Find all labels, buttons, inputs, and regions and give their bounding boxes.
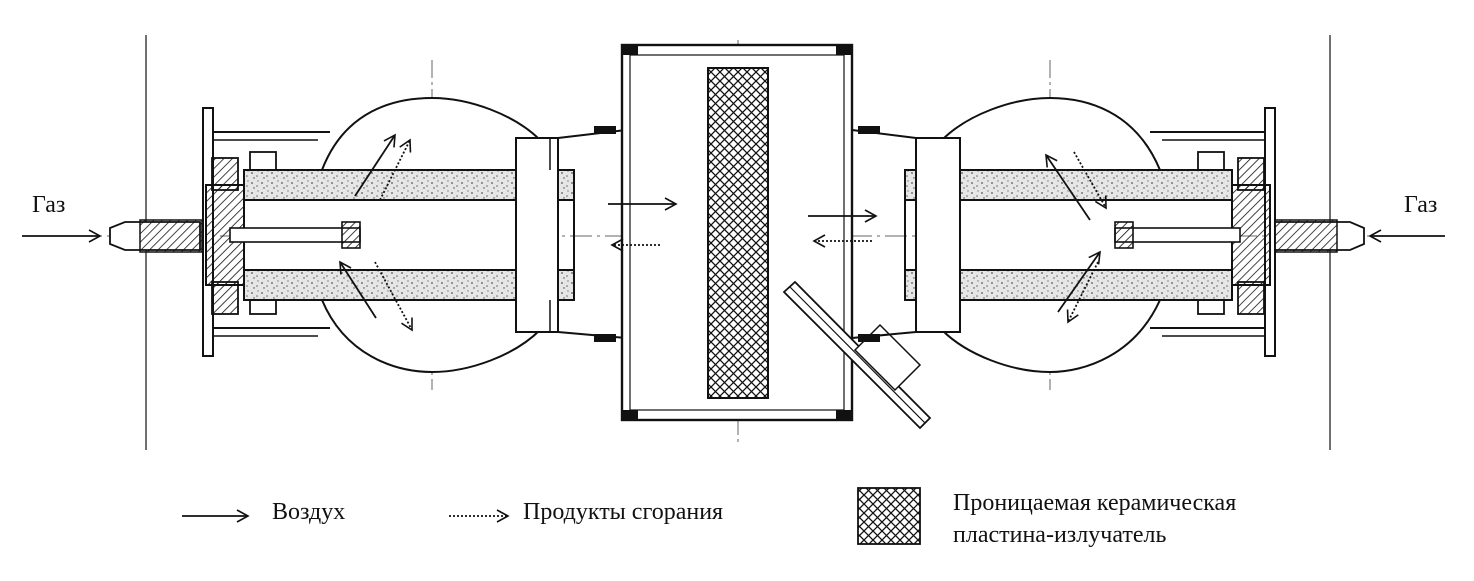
right-burner (851, 96, 1365, 374)
legend-plate-line1: Проницаемая керамическая (953, 490, 1237, 516)
legend-plate-label: Проницаемая керамическая пластина-излуча… (953, 487, 1236, 551)
gas-label-right: Газ (1404, 192, 1438, 218)
air-arrow (339, 260, 377, 319)
ceramic-plate (707, 67, 769, 399)
left-burner (109, 96, 627, 374)
combustion-chamber (620, 43, 932, 430)
product-arrow (1073, 151, 1107, 210)
legend-air-label: Воздух (272, 499, 346, 525)
gas-label-left: Газ (32, 192, 66, 218)
product-arrow (379, 138, 412, 201)
product-arrow (374, 261, 413, 332)
legend-plate-line2: пластина-излучатель (953, 522, 1167, 548)
legend (182, 487, 921, 545)
air-arrow (354, 133, 396, 197)
legend-plate-swatch (857, 487, 921, 545)
air-arrow (1045, 153, 1091, 221)
air-arrows (22, 133, 1445, 319)
product-arrow (1066, 261, 1099, 324)
legend-products-label: Продукты сгорания (523, 499, 724, 525)
combustion-arrows (374, 138, 1107, 332)
air-arrow (1057, 250, 1101, 313)
